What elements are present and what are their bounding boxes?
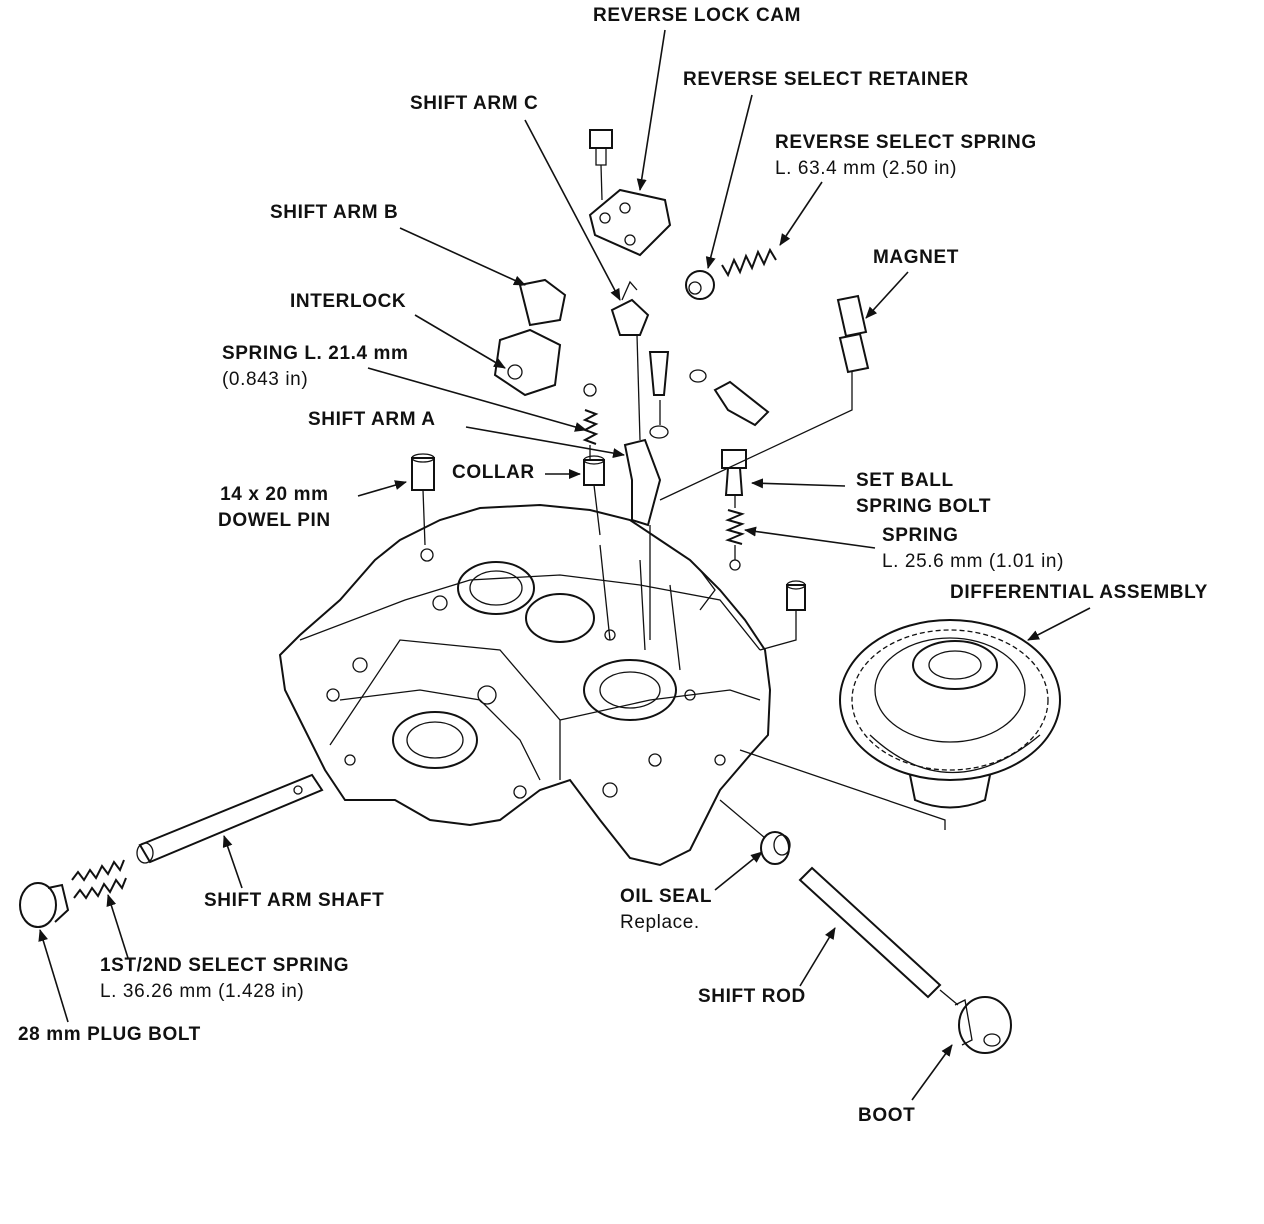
- shift-rod-parts: [760, 831, 1012, 1054]
- label-shift-rod: SHIFT ROD: [698, 986, 806, 1007]
- label-set-ball-line2: SPRING BOLT: [856, 496, 992, 517]
- leader-arrows: [38, 29, 1091, 1101]
- label-differential-assembly: DIFFERENTIAL ASSEMBLY: [950, 582, 1208, 603]
- label-reverse-select-spring-name: REVERSE SELECT SPRING: [775, 132, 1037, 153]
- label-dowel-pin-name: DOWEL PIN: [218, 510, 331, 531]
- label-set-ball-spring-bolt: SET BALL SPRING BOLT: [856, 468, 991, 520]
- label-reverse-lock-cam: REVERSE LOCK CAM: [593, 5, 802, 26]
- label-spring-25: SPRING L. 25.6 mm (1.01 in): [882, 523, 1064, 575]
- label-magnet: MAGNET: [873, 247, 959, 268]
- label-spring-25-length: L. 25.6 mm (1.01 in): [882, 551, 1065, 572]
- label-oil-seal-name: OIL SEAL: [620, 886, 713, 907]
- label-dowel-pin: 14 x 20 mm DOWEL PIN: [218, 482, 331, 534]
- label-shift-arm-a: SHIFT ARM A: [308, 409, 436, 430]
- label-spring-21: SPRING L. 21.4 mm (0.843 in): [222, 341, 409, 393]
- label-shift-arm-shaft: SHIFT ARM SHAFT: [204, 890, 385, 911]
- label-shift-arm-c: SHIFT ARM C: [410, 93, 539, 114]
- label-select-spring-name: 1ST/2ND SELECT SPRING: [100, 955, 350, 976]
- label-dowel-pin-size: 14 x 20 mm: [220, 484, 329, 505]
- label-reverse-select-retainer: REVERSE SELECT RETAINER: [683, 69, 969, 90]
- label-boot: BOOT: [858, 1105, 916, 1126]
- label-oil-seal: OIL SEAL Replace.: [620, 884, 712, 936]
- label-shift-arm-b: SHIFT ARM B: [270, 202, 399, 223]
- label-spring-25-name: SPRING: [882, 525, 959, 546]
- label-set-ball-line1: SET BALL: [856, 470, 954, 491]
- label-plug-bolt: 28 mm PLUG BOLT: [18, 1024, 201, 1045]
- transmission-case: [278, 503, 772, 867]
- label-select-spring-length: L. 36.26 mm (1.428 in): [100, 981, 305, 1002]
- label-collar: COLLAR: [452, 462, 535, 483]
- label-spring-21-length: (0.843 in): [222, 369, 309, 390]
- shift-arm-shaft-parts: [19, 773, 324, 928]
- assembly-guide-lines: [422, 164, 959, 1006]
- label-spring-21-name: SPRING L. 21.4 mm: [222, 343, 409, 364]
- label-interlock: INTERLOCK: [290, 291, 407, 312]
- label-reverse-select-spring: REVERSE SELECT SPRING L. 63.4 mm (2.50 i…: [775, 130, 1037, 182]
- label-oil-seal-note: Replace.: [620, 912, 700, 933]
- label-reverse-select-spring-length: L. 63.4 mm (2.50 in): [775, 158, 958, 179]
- differential-gear: [839, 619, 1061, 809]
- label-select-spring: 1ST/2ND SELECT SPRING L. 36.26 mm (1.428…: [100, 953, 349, 1005]
